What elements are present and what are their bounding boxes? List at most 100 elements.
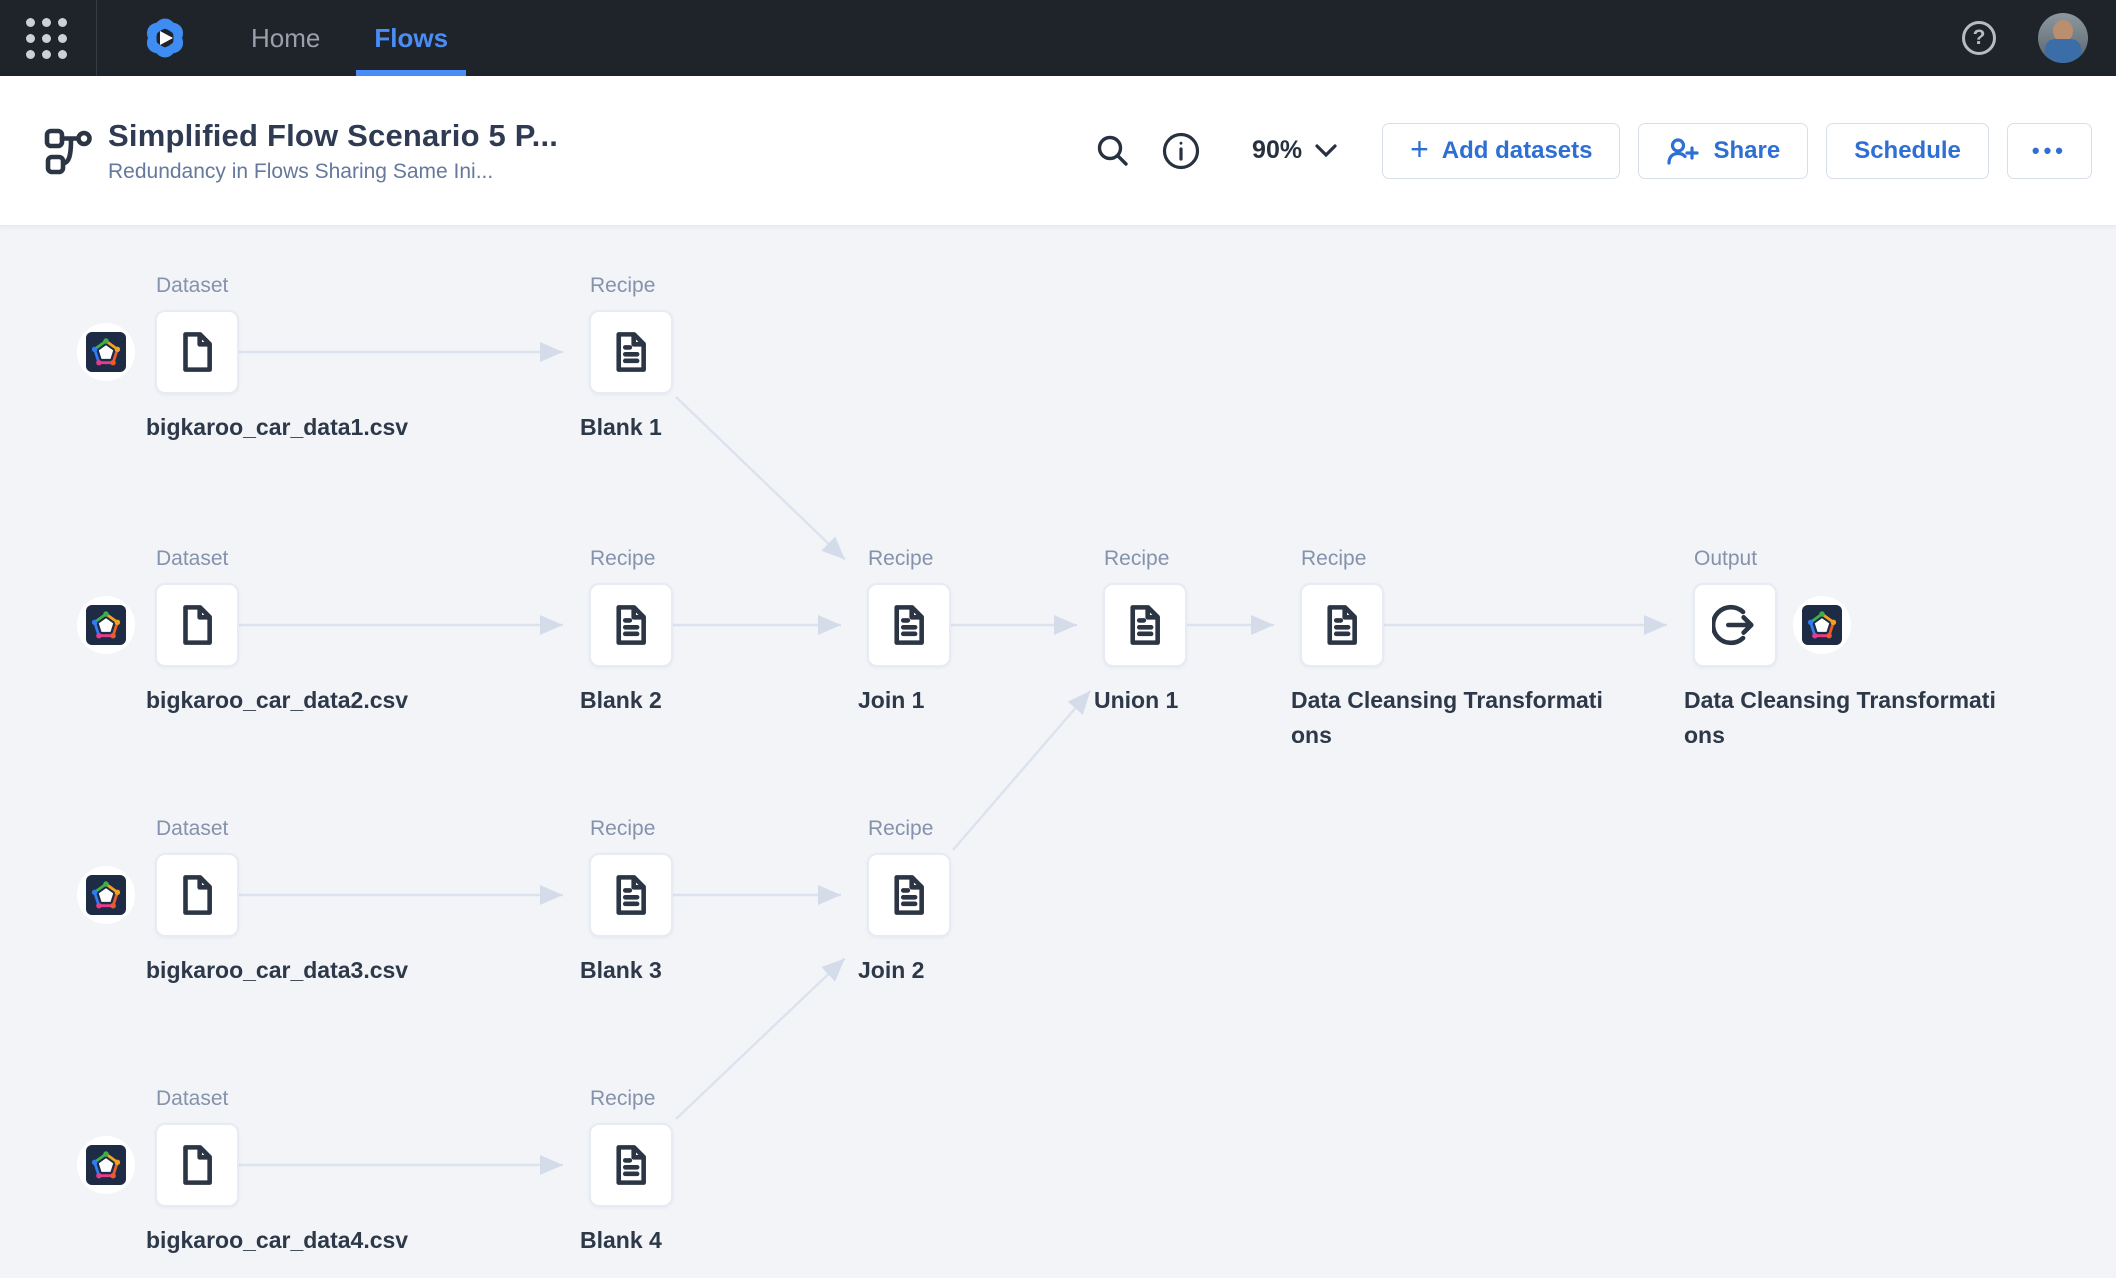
node-name-label: bigkaroo_car_data1.csv — [146, 414, 409, 440]
orbit-play-logo[interactable] — [139, 12, 191, 64]
zoom-level-value: 90% — [1252, 136, 1303, 164]
node-dataset-bigkaroo-car-data4[interactable]: Dataset bigkaroo_car_data4.csv — [77, 1087, 408, 1253]
node-name-label: bigkaroo_car_data3.csv — [146, 957, 409, 983]
edge-recipe-blank-4-to-recipe-join-2 — [675, 957, 846, 1120]
output-icon-card[interactable] — [1693, 583, 1777, 667]
node-name-label: Blank 4 — [580, 1227, 662, 1253]
recipe-icon-card[interactable] — [589, 583, 673, 667]
node-type-label: Dataset — [156, 1087, 229, 1110]
chevron-down-icon — [1315, 143, 1337, 157]
node-dataset-bigkaroo-car-data2[interactable]: Dataset bigkaroo_car_data2.csv — [77, 547, 408, 713]
node-type-label: Recipe — [590, 547, 656, 570]
ellipsis-icon: ••• — [2031, 137, 2067, 163]
recipe-icon-card[interactable] — [589, 853, 673, 937]
page-title: Simplified Flow Scenario 5 P... — [108, 117, 559, 153]
node-type-label: Dataset — [156, 817, 229, 840]
node-type-label: Recipe — [590, 817, 656, 840]
node-name-label: bigkaroo_car_data4.csv — [146, 1227, 409, 1253]
info-icon[interactable] — [1158, 128, 1204, 174]
node-name-label: Join 1 — [858, 687, 925, 713]
share-button[interactable]: Share — [1638, 122, 1809, 179]
node-name-label: Union 1 — [1094, 687, 1179, 713]
node-type-label: Recipe — [590, 274, 656, 297]
tab-home[interactable]: Home — [251, 22, 321, 53]
person-add-icon — [1667, 137, 1700, 165]
node-dataset-bigkaroo-car-data3[interactable]: Dataset bigkaroo_car_data3.csv — [77, 817, 408, 983]
recipe-icon-card[interactable] — [589, 1123, 673, 1207]
node-name-label: Join 2 — [858, 957, 925, 983]
node-type-label: Recipe — [1104, 547, 1170, 570]
recipe-icon-card[interactable] — [1300, 583, 1384, 667]
recipe-icon — [616, 875, 646, 915]
recipe-icon — [894, 875, 924, 915]
edge-recipe-join-2-to-recipe-union-1 — [952, 690, 1092, 851]
node-dataset-bigkaroo-car-data1[interactable]: Dataset bigkaroo_car_data1.csv — [77, 274, 408, 440]
recipe-icon — [616, 605, 646, 645]
top-nav: Home Flows ? — [0, 0, 2116, 76]
node-type-label: Dataset — [156, 274, 229, 297]
page-subtitle: Redundancy in Flows Sharing Same Ini... — [108, 159, 494, 183]
file-icon-card[interactable] — [155, 853, 239, 937]
node-type-label: Recipe — [868, 547, 934, 570]
connection-badge-icon — [1793, 596, 1851, 654]
recipe-icon — [1327, 605, 1357, 645]
schedule-button[interactable]: Schedule — [1826, 122, 1989, 179]
file-icon — [183, 875, 212, 915]
recipe-icon-card[interactable] — [867, 853, 951, 937]
node-type-label: Recipe — [590, 1087, 656, 1110]
output-icon — [1712, 604, 1754, 646]
avatar-photo — [2053, 20, 2073, 42]
node-name-label: Data Cleansing Transformations — [1684, 687, 1996, 748]
connection-badge-icon — [77, 596, 135, 654]
edge-recipe-blank-1-to-recipe-join-1 — [675, 396, 846, 561]
nav-tabs: Home Flows — [251, 0, 466, 76]
node-type-label: Recipe — [868, 817, 934, 840]
node-name-label: Data Cleansing Transformations — [1291, 687, 1603, 748]
recipe-icon-card[interactable] — [1103, 583, 1187, 667]
node-name-label: Blank 3 — [580, 957, 662, 983]
recipe-icon-card[interactable] — [589, 310, 673, 394]
node-type-label: Recipe — [1301, 547, 1367, 570]
connection-badge-icon — [77, 323, 135, 381]
flow-icon — [44, 128, 92, 174]
recipe-icon — [894, 605, 924, 645]
connection-badge-icon — [77, 1136, 135, 1194]
node-type-label: Dataset — [156, 547, 229, 570]
flow-toolbar: Simplified Flow Scenario 5 P... Redundan… — [0, 76, 2116, 226]
node-type-label: Output — [1694, 547, 1758, 570]
file-icon-card[interactable] — [155, 310, 239, 394]
recipe-icon — [1130, 605, 1160, 645]
app-grid-icon[interactable] — [24, 16, 68, 60]
file-icon-card[interactable] — [155, 583, 239, 667]
search-icon[interactable] — [1090, 128, 1136, 174]
node-name-label: Blank 1 — [580, 414, 662, 440]
recipe-icon — [616, 1145, 646, 1185]
file-icon — [183, 605, 212, 645]
node-name-label: bigkaroo_car_data2.csv — [146, 687, 409, 713]
file-icon — [183, 332, 212, 372]
edge-layer — [239, 342, 1667, 1175]
zoom-level-dropdown[interactable]: 90% — [1252, 136, 1338, 165]
file-icon — [183, 1145, 212, 1185]
node-name-label: Blank 2 — [580, 687, 662, 713]
file-icon-card[interactable] — [155, 1123, 239, 1207]
recipe-icon-card[interactable] — [867, 583, 951, 667]
recipe-icon — [616, 332, 646, 372]
connection-badge-icon — [77, 866, 135, 924]
add-datasets-button[interactable]: + Add datasets — [1382, 122, 1621, 179]
nav-divider — [96, 0, 97, 76]
help-icon[interactable]: ? — [1962, 21, 1996, 55]
tab-flows[interactable]: Flows — [356, 0, 466, 76]
avatar[interactable] — [2038, 13, 2088, 63]
more-actions-button[interactable]: ••• — [2006, 122, 2092, 179]
